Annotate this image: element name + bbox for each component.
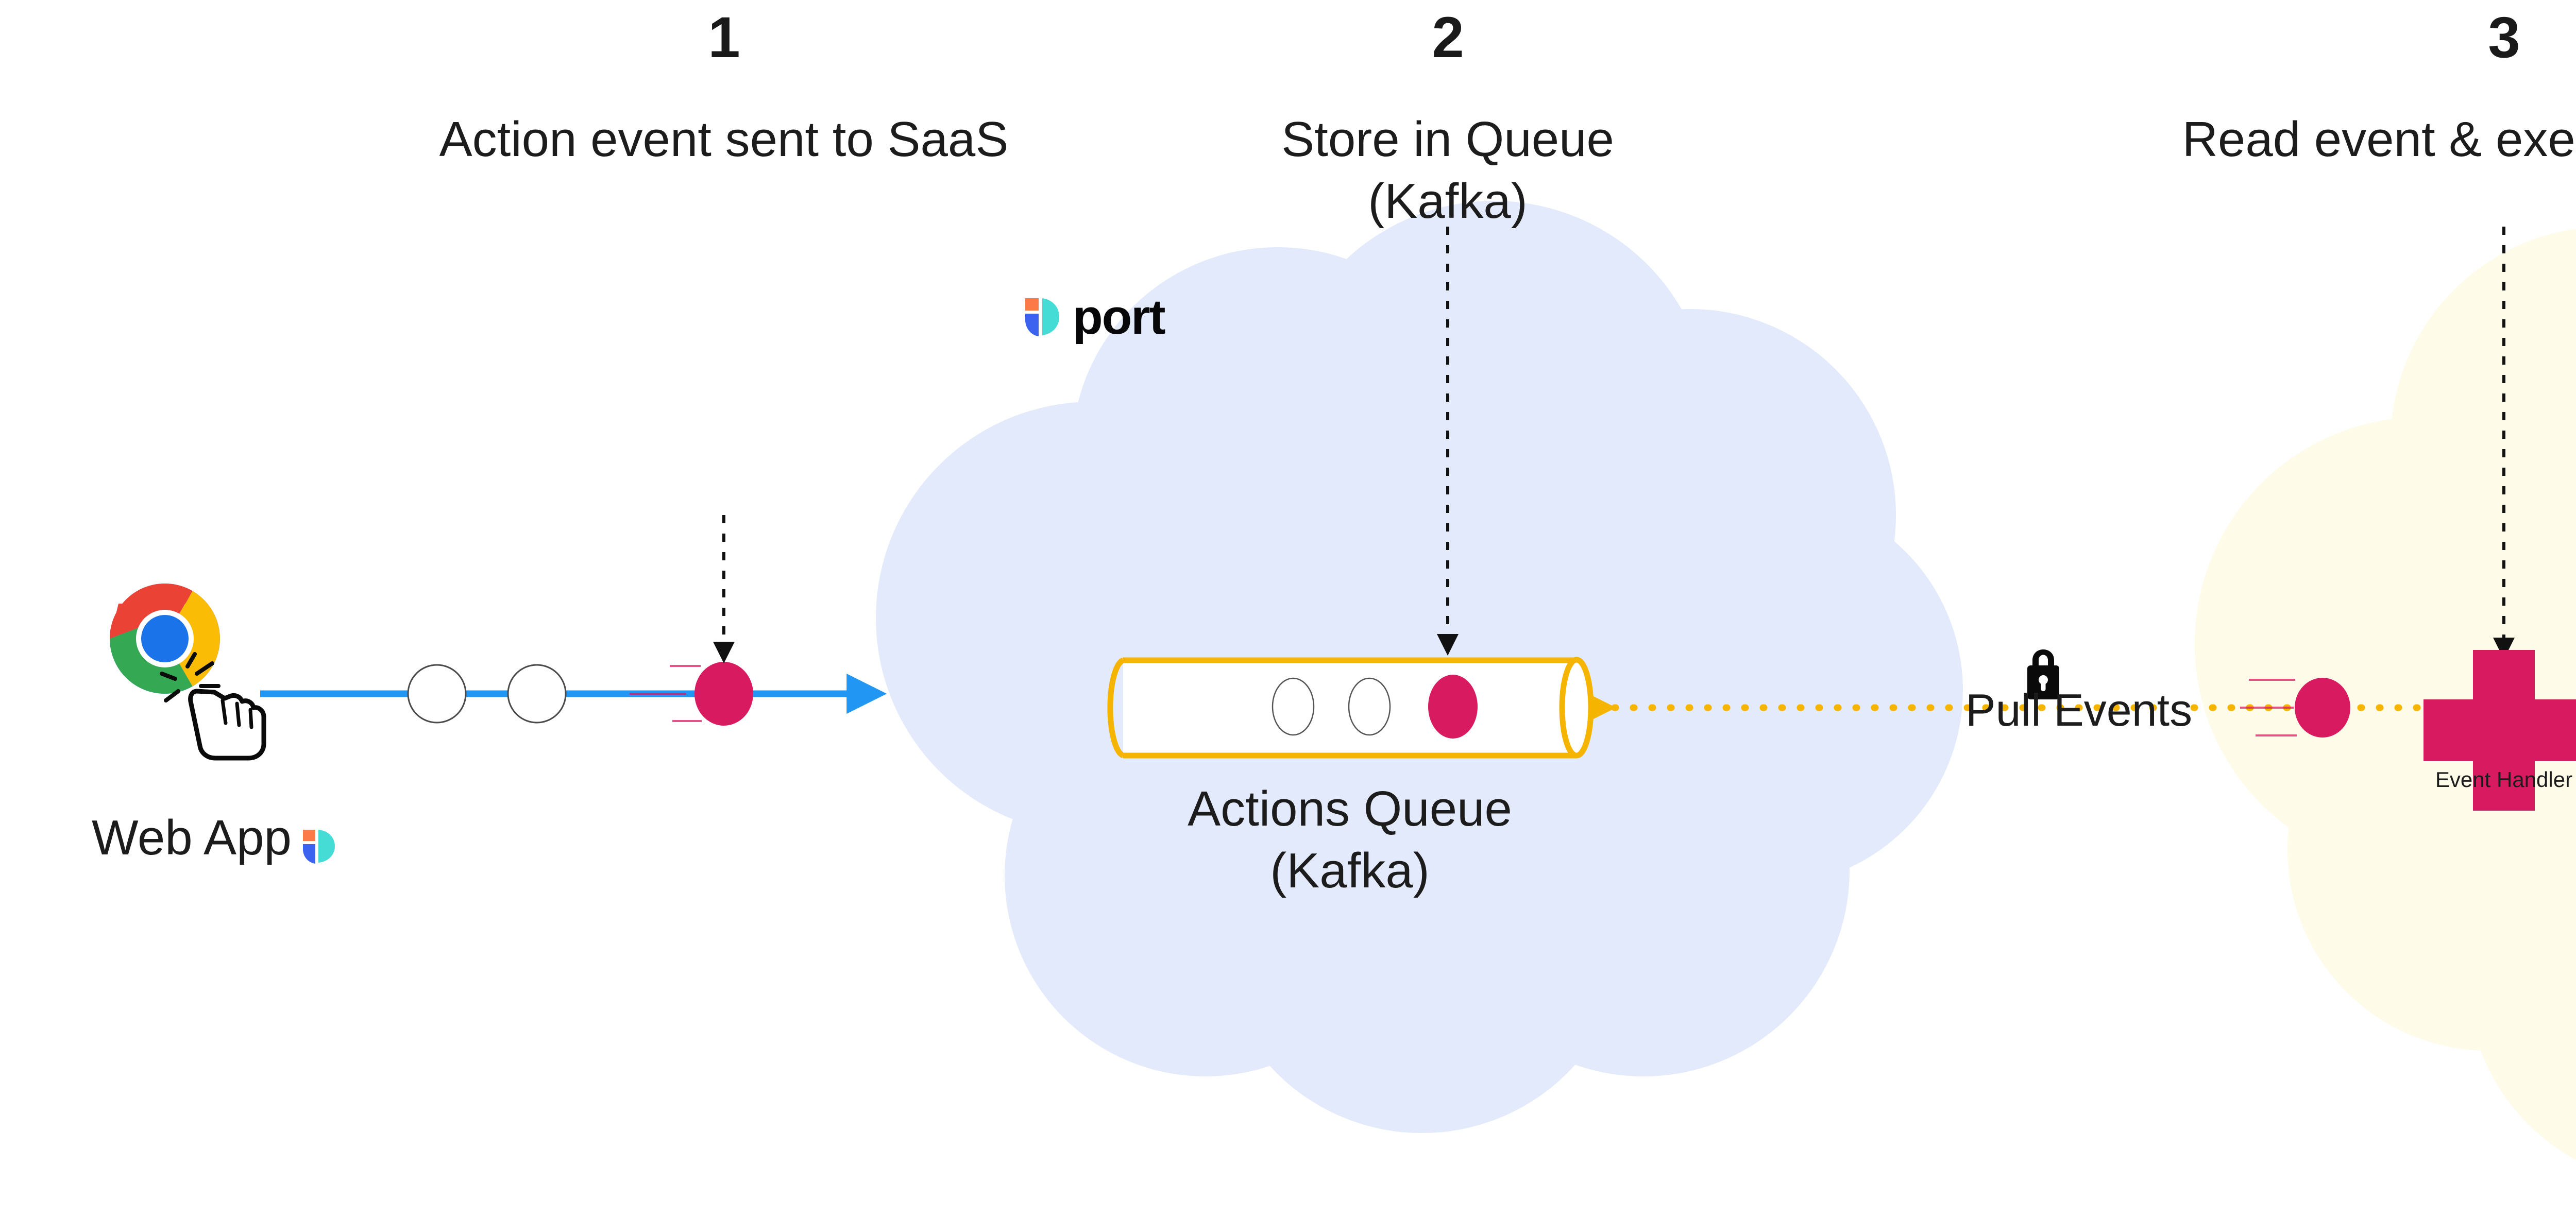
event-dot-outbound (694, 662, 753, 726)
step-label-3: Read event & execute runner (2182, 112, 2576, 167)
queue-slot-empty-1 (1272, 677, 1315, 736)
step-label-2: Store in Queue (1281, 112, 1614, 167)
port-mark-icon (302, 820, 335, 864)
step-number-2: 2 (1432, 5, 1464, 70)
step-label-1: Action event sent to SaaS (439, 112, 1009, 167)
web-app-label: Web App (92, 810, 292, 865)
port-mark-icon (1025, 297, 1059, 337)
actions-queue-label: Actions Queue (1188, 781, 1512, 836)
event-handler-label: Event Handler (2435, 767, 2573, 792)
motion-streaks-right (2240, 679, 2297, 736)
step-number-3: 3 (2488, 5, 2520, 70)
port-brand-logo: port (1025, 289, 1166, 345)
pull-events-label: Pull Events (1965, 684, 2193, 735)
port-brand-name: port (1073, 289, 1166, 345)
flow-node-circle-1 (407, 664, 467, 724)
queue-slot-filled-1 (1428, 675, 1478, 739)
flow-node-circle-2 (507, 664, 567, 724)
actions-queue-sublabel: (Kafka) (1270, 843, 1430, 898)
event-dot-inbound (2295, 678, 2350, 738)
queue-slot-empty-2 (1348, 677, 1391, 736)
step-number-1: 1 (708, 5, 740, 70)
web-app-label-group: Web App (92, 810, 335, 866)
step-label-2-sub: (Kafka) (1368, 174, 1528, 229)
motion-streaks-left (630, 665, 702, 722)
